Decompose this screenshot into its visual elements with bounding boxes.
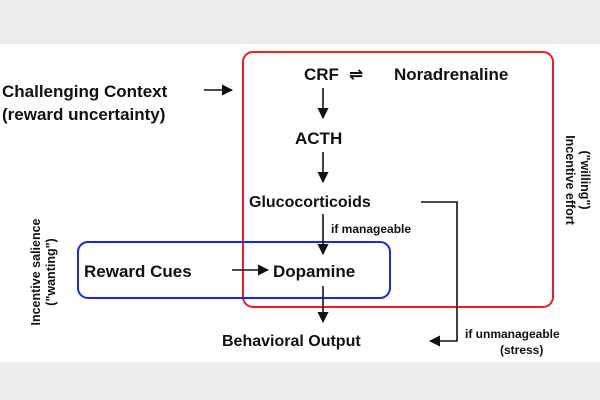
wanting-label: ("wanting") [44, 238, 58, 305]
reward-cues-node: Reward Cues [84, 262, 192, 281]
behavioral-output-node: Behavioral Output [222, 333, 361, 350]
incentive-effort-box [242, 51, 554, 308]
acth-node: ACTH [295, 129, 342, 148]
diagram-panel [0, 44, 600, 362]
crf-node: CRF [304, 65, 339, 84]
if-manageable-label: if manageable [331, 222, 411, 236]
incentive-salience-label: Incentive salience [29, 218, 43, 325]
if-unmanageable-label: if unmanageable [465, 327, 560, 341]
exchange-symbol: ⇌ [349, 65, 363, 84]
stress-label: (stress) [500, 343, 543, 357]
unmanageable-stress-path-arrow [421, 201, 458, 347]
willing-label: ("willing") [578, 150, 592, 209]
dopamine-node: Dopamine [273, 262, 355, 281]
reward-uncertainty-label: (reward uncertainty) [2, 105, 165, 124]
noradrenaline-node: Noradrenaline [394, 65, 508, 84]
incentive-effort-label: Incentive effort [563, 135, 577, 225]
challenging-context-label: Challenging Context [2, 82, 168, 101]
glucocorticoids-node: Glucocorticoids [249, 194, 371, 211]
incentive-salience-box [77, 241, 391, 299]
